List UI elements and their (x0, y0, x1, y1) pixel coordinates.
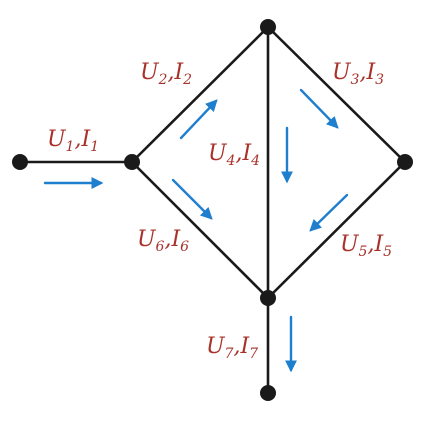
node-left (124, 154, 140, 170)
wire-branch-3 (266, 25, 407, 164)
node-bottom (260, 290, 276, 306)
label-branch-6: U6,I6 (137, 227, 189, 255)
node-bottom-terminal (260, 385, 276, 401)
label-branch-5: U5,I5 (340, 232, 392, 260)
wire-branch-5 (266, 160, 407, 300)
current-arrow-3 (299, 88, 339, 129)
label-branch-3: U3,I3 (332, 60, 384, 88)
label-branch-1: U1,I1 (47, 127, 99, 155)
label-branch-7: U7,I7 (206, 334, 258, 362)
label-branch-4: U4,I4 (208, 141, 260, 169)
node-top (260, 19, 276, 35)
node-left-terminal (12, 154, 28, 170)
wire-branch-2 (130, 25, 270, 164)
wire-branch-6 (130, 160, 270, 300)
node-right (397, 154, 413, 170)
current-arrow-5 (309, 193, 349, 232)
current-arrow-2 (179, 99, 218, 140)
current-arrow-6 (171, 178, 213, 220)
label-branch-2: U2,I2 (140, 60, 192, 88)
